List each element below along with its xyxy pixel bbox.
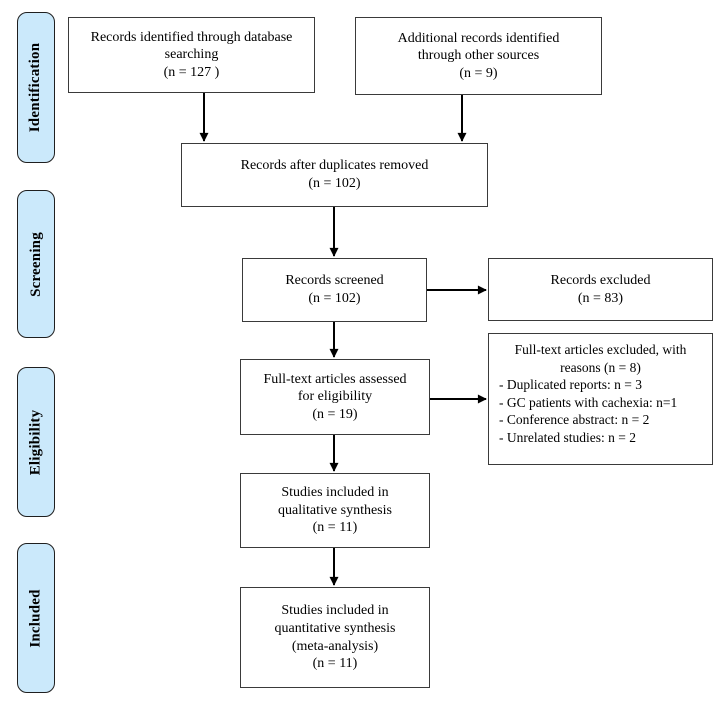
box-text-line: (n = 9) [459, 65, 498, 81]
box-text-line: Records excluded [550, 272, 651, 288]
stage-eligibility: Eligibility [17, 367, 55, 517]
exclusion-reason: - GC patients with cachexia: n=1 [499, 394, 678, 410]
box-quantitative-synthesis: Studies included in quantitative synthes… [240, 587, 430, 688]
box-text-line: (n = 11) [312, 520, 358, 536]
box-duplicates-removed: Records after duplicates removed (n = 10… [181, 143, 488, 207]
box-text-line: Studies included in [281, 603, 389, 619]
stage-included-label: Included [27, 588, 44, 648]
box-text-line: (n = 19) [312, 406, 358, 422]
box-text-line: reasons (n = 8) [560, 359, 641, 375]
box-text-line: Records after duplicates removed [240, 158, 429, 174]
box-text-line: (meta-analysis) [291, 638, 379, 654]
stage-identification-label: Identification [27, 42, 44, 133]
stage-identification: Identification [17, 12, 55, 163]
box-text-line: Records screened [285, 273, 384, 289]
box-text-line: Full-text articles assessed [263, 371, 407, 387]
box-records-screened: Records screened (n = 102) [242, 258, 427, 322]
box-text-line: (n = 102) [308, 291, 361, 306]
box-text-line: Additional records identified [397, 30, 560, 46]
stage-eligibility-label: Eligibility [27, 409, 44, 475]
stage-screening-label: Screening [27, 231, 44, 297]
box-text-line: (n = 102) [308, 176, 361, 191]
exclusion-reason: - Duplicated reports: n = 3 [499, 377, 642, 393]
stage-included: Included [17, 543, 55, 693]
box-text-line: qualitative synthesis [278, 502, 392, 518]
box-fulltext-excluded: Full-text articles excluded, with reason… [488, 333, 713, 465]
box-text-line: for eligibility [297, 389, 373, 405]
box-text-line: (n = 127 ) [163, 64, 220, 80]
box-text-line: searching [164, 47, 219, 63]
exclusion-reason: - Conference abstract: n = 2 [499, 412, 650, 428]
box-text-line: (n = 83) [577, 290, 624, 306]
exclusion-reason-list: - Duplicated reports: n = 3 - GC patient… [493, 376, 708, 446]
box-additional-records: Additional records identified through ot… [355, 17, 602, 95]
box-text-line: Full-text articles excluded, with [514, 342, 687, 357]
exclusion-reason: - Unrelated studies: n = 2 [499, 429, 636, 445]
box-text-line: Records identified through database [90, 29, 293, 45]
box-records-excluded: Records excluded (n = 83) [488, 258, 713, 321]
box-text-line: Studies included in [281, 485, 389, 501]
box-qualitative-synthesis: Studies included in qualitative synthesi… [240, 473, 430, 548]
box-records-identified-database: Records identified through database sear… [68, 17, 315, 93]
box-fulltext-assessed: Full-text articles assessed for eligibil… [240, 359, 430, 435]
box-text-line: (n = 11) [312, 656, 358, 672]
box-text-line: through other sources [417, 48, 540, 64]
stage-screening: Screening [17, 190, 55, 338]
box-text-line: quantitative synthesis [274, 620, 396, 636]
